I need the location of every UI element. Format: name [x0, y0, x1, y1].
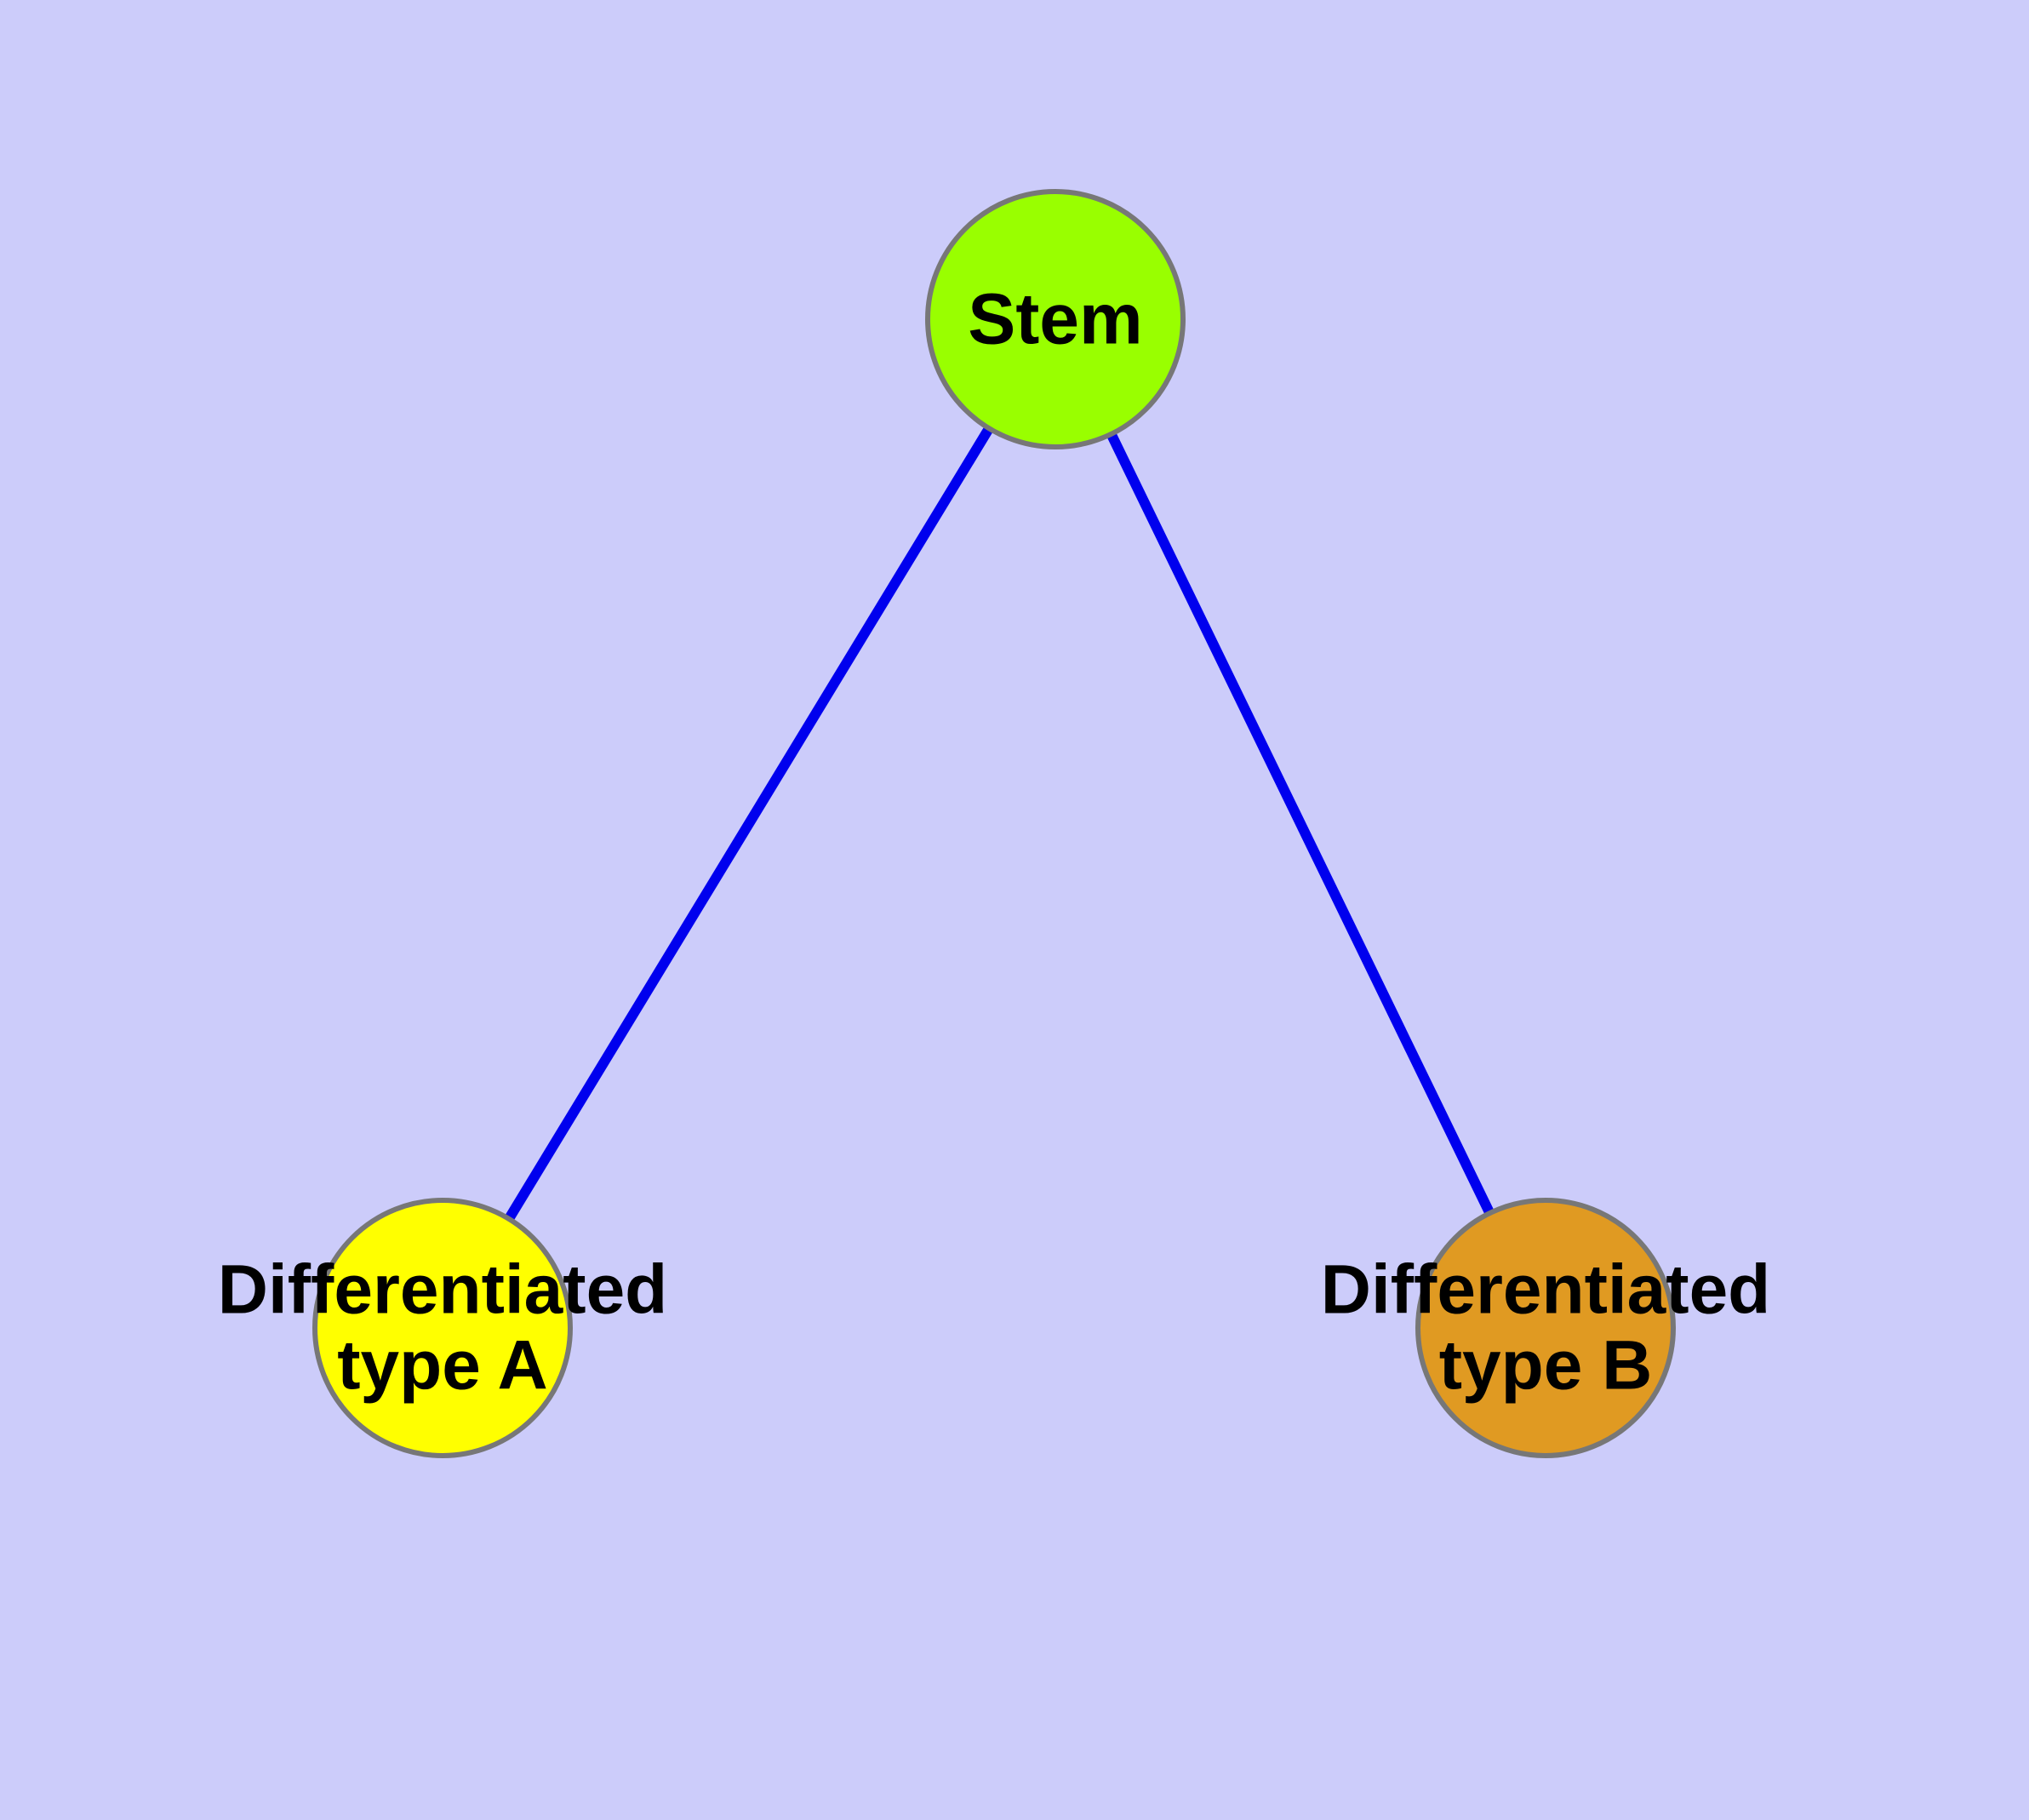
node-diff-a[interactable]	[312, 1198, 573, 1458]
edges-layer	[437, 316, 1551, 1331]
node-stem[interactable]	[925, 189, 1186, 449]
edge-stem-diff-a[interactable]	[437, 316, 1060, 1331]
node-diff-b[interactable]	[1415, 1198, 1676, 1458]
nodes-layer	[312, 189, 1676, 1458]
edge-stem-diff-b[interactable]	[1050, 317, 1551, 1331]
